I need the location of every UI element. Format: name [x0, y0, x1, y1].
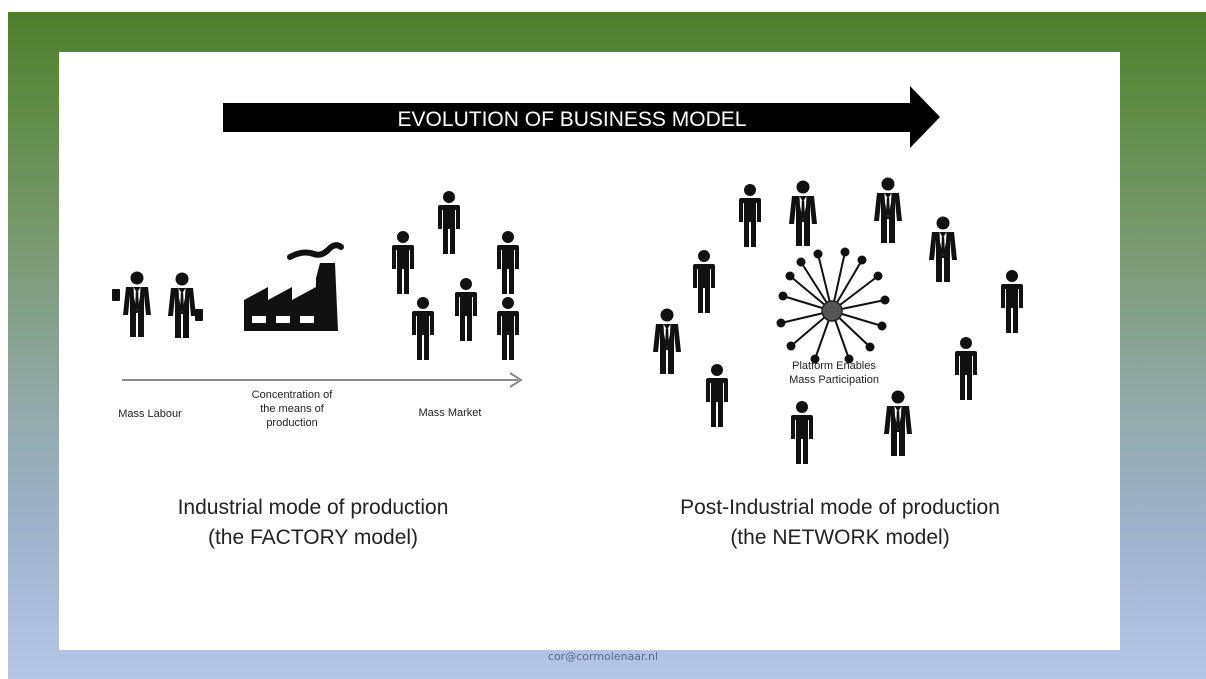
network-caption-line2: (the NETWORK model) — [730, 526, 949, 549]
person-icon — [791, 401, 813, 464]
label-concentration-line1: Concentration of — [252, 389, 334, 401]
banner-title: EVOLUTION OF BUSINESS MODEL — [398, 108, 747, 131]
person-icon — [693, 250, 715, 313]
label-mass-market: Mass Market — [419, 407, 482, 419]
person-icon — [497, 297, 519, 360]
briefcase-icon — [112, 289, 120, 301]
content-panel — [59, 52, 1120, 650]
businessman-icon — [874, 177, 902, 243]
network-participants — [653, 177, 1023, 464]
industrial-caption-line2: (the FACTORY model) — [208, 526, 418, 549]
briefcase-icon — [195, 309, 203, 321]
mass-market-group — [392, 191, 519, 360]
network-hub-icon — [776, 247, 890, 364]
person-icon — [392, 231, 414, 294]
person-icon — [497, 231, 519, 294]
footer-email: cor@cormolenaar.nl — [547, 650, 659, 663]
person-icon — [706, 364, 728, 427]
businessman-icon — [168, 272, 196, 338]
businessman-icon — [653, 308, 681, 374]
network-caption-line1: Post-Industrial mode of production — [680, 496, 1000, 519]
businessman-icon — [884, 390, 912, 456]
label-mass-labour: Mass Labour — [118, 408, 182, 420]
person-icon — [438, 191, 460, 254]
industrial-caption-line1: Industrial mode of production — [178, 496, 449, 519]
production-flow-arrow-icon — [122, 372, 523, 388]
person-icon — [1001, 270, 1023, 333]
platform-label-line2: Mass Participation — [789, 374, 879, 386]
evolution-arrow-icon — [223, 86, 940, 148]
person-icon — [739, 184, 761, 247]
person-icon — [455, 278, 477, 341]
factory-icon — [244, 242, 344, 331]
mass-labour-group — [112, 271, 203, 338]
label-concentration-line2: the means of — [260, 403, 325, 415]
businessman-icon — [929, 216, 957, 282]
person-icon — [412, 297, 434, 360]
businessman-icon — [789, 180, 817, 246]
platform-label-line1: Platform Enables — [792, 360, 876, 372]
businessman-icon — [123, 271, 151, 337]
label-concentration-line3: production — [266, 417, 317, 429]
person-icon — [955, 337, 977, 400]
